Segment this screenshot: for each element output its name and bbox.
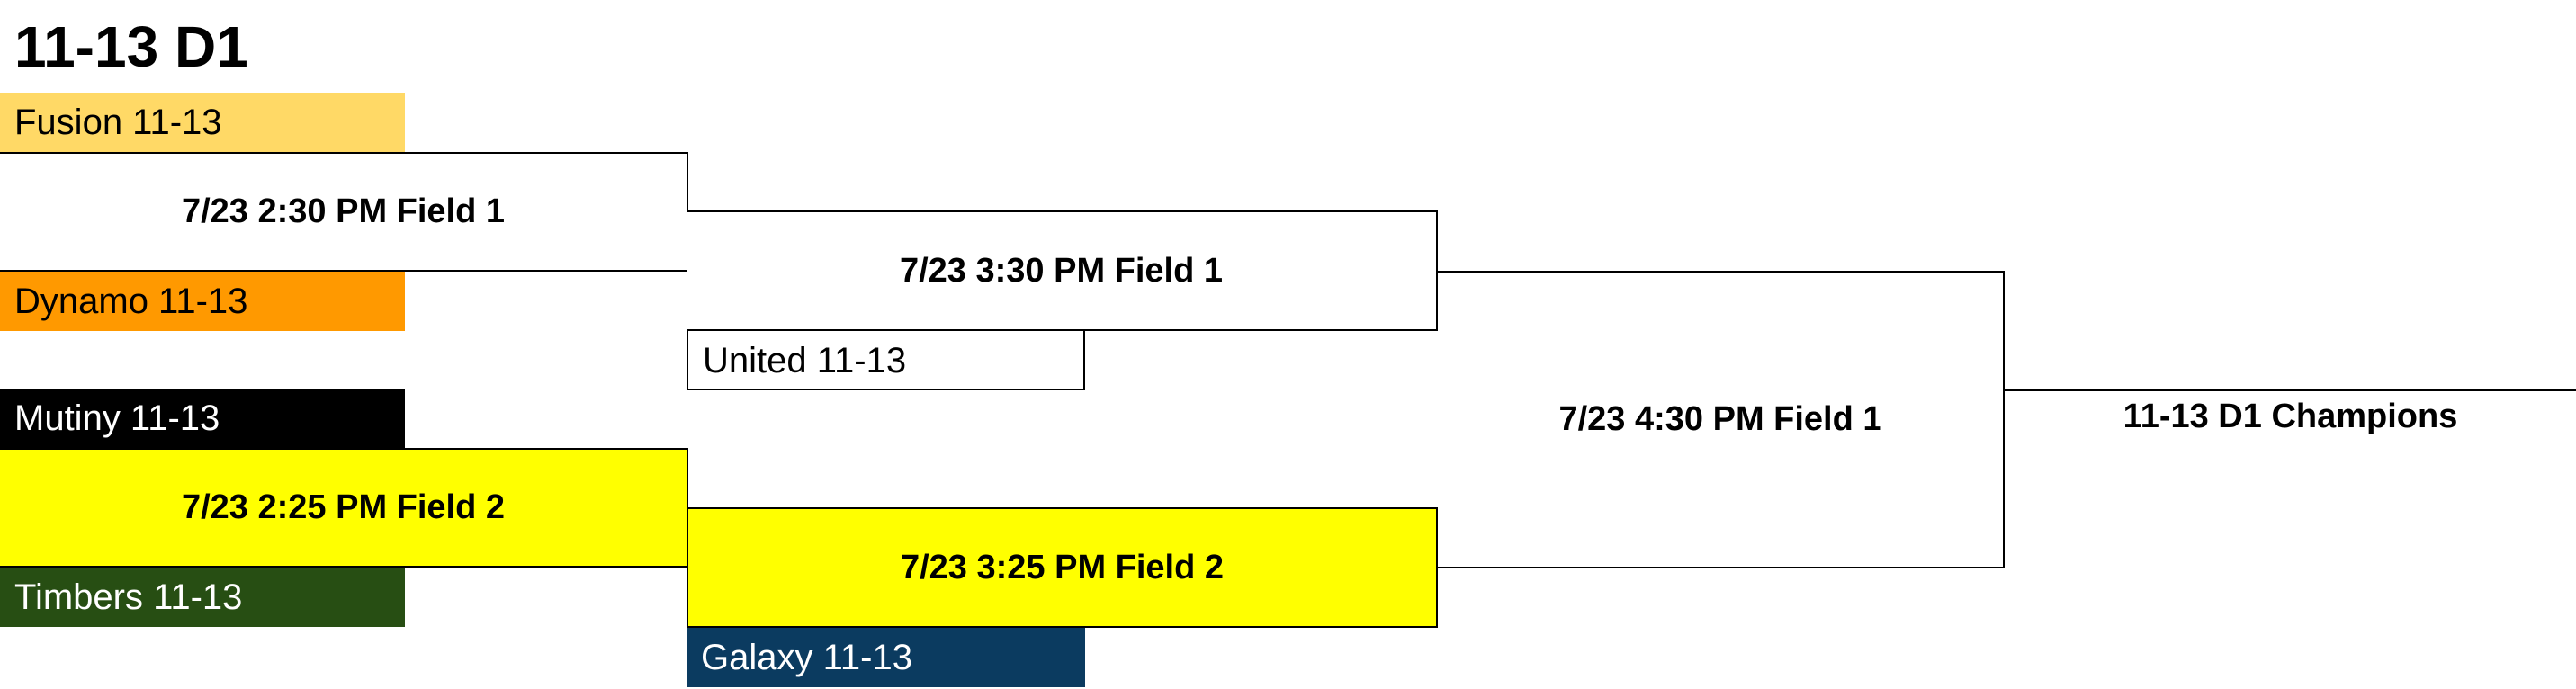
match-final-label: 7/23 4:30 PM Field 1 [1558, 400, 1882, 438]
bracket-title: 11-13 D1 [14, 14, 248, 79]
team-dynamo: Dynamo 11-13 [0, 272, 405, 331]
match-final: 7/23 4:30 PM Field 1 [1438, 271, 2005, 568]
team-united: United 11-13 [687, 331, 1085, 390]
match-r1-top: 7/23 2:30 PM Field 1 [0, 152, 688, 272]
match-r2-top-label: 7/23 3:30 PM Field 1 [899, 251, 1224, 290]
team-fusion: Fusion 11-13 [0, 93, 405, 152]
team-galaxy: Galaxy 11-13 [687, 628, 1085, 687]
team-mutiny: Mutiny 11-13 [0, 389, 405, 448]
match-r2-top: 7/23 3:30 PM Field 1 [687, 210, 1438, 331]
match-r1-bottom-label: 7/23 2:25 PM Field 2 [181, 488, 506, 526]
champion-line [2005, 389, 2576, 391]
match-r2-bottom-label: 7/23 3:25 PM Field 2 [900, 548, 1225, 586]
match-r1-top-label: 7/23 2:30 PM Field 1 [181, 192, 506, 230]
match-r2-bottom: 7/23 3:25 PM Field 2 [687, 507, 1438, 628]
champion-label: 11-13 D1 Champions [2123, 398, 2458, 435]
match-r1-bottom: 7/23 2:25 PM Field 2 [0, 448, 688, 568]
team-timbers: Timbers 11-13 [0, 568, 405, 627]
